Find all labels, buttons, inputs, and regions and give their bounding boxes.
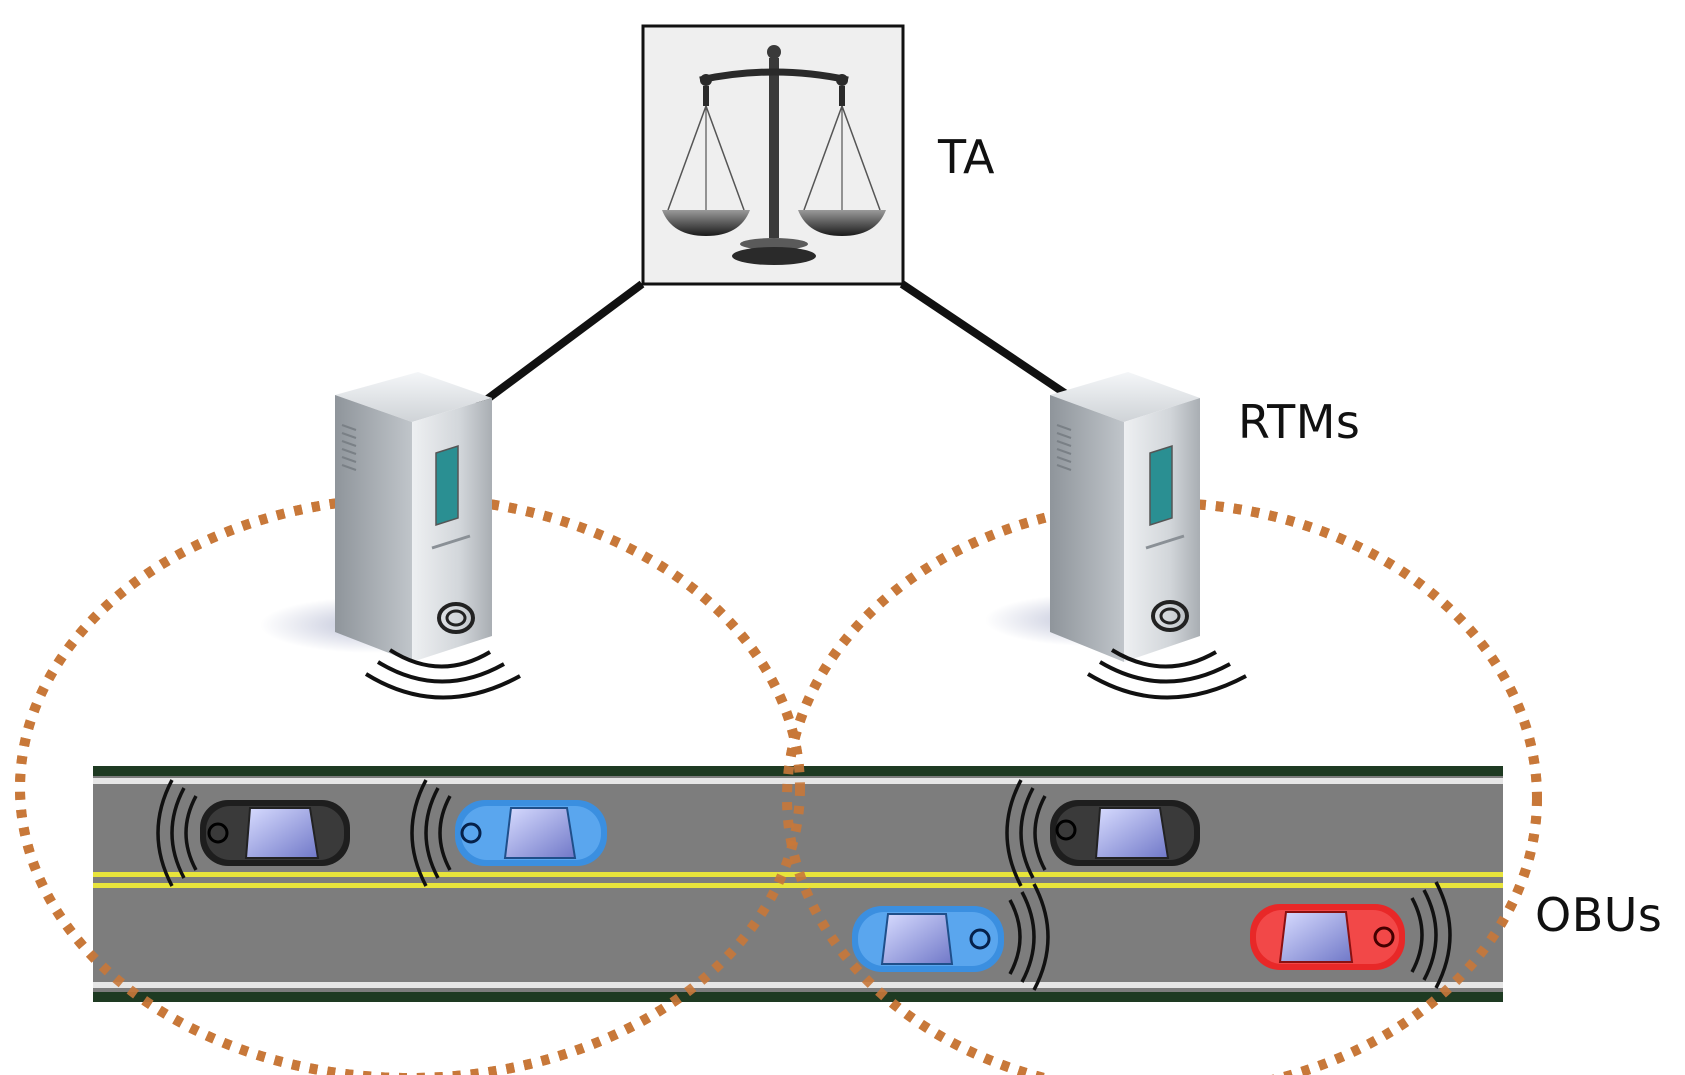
rtm-server-left [260,372,492,662]
car-icon [200,800,350,866]
wireless-signal-icon [410,779,452,887]
wireless-signal-icon [1008,883,1050,991]
ta-label: TA [938,130,995,184]
rtm-server-right [985,372,1200,662]
wireless-signal-icon [364,648,521,700]
car-icon [852,906,1004,972]
car-icon [455,800,607,866]
wireless-signal-icon [156,779,198,887]
wireless-signal-icon [1086,648,1247,700]
link-ta-rtm-right [899,280,1075,402]
justice-scales-icon [662,45,886,265]
wireless-signal-icon [1410,881,1452,989]
link-ta-rtm-left [475,280,645,410]
rtms-label: RTMs [1238,395,1361,449]
car-icon [1050,800,1200,866]
obus-label: OBUs [1535,888,1663,942]
trusted-authority-box [641,24,905,286]
car-icon [1250,904,1405,970]
wireless-signal-icon [1005,779,1047,887]
